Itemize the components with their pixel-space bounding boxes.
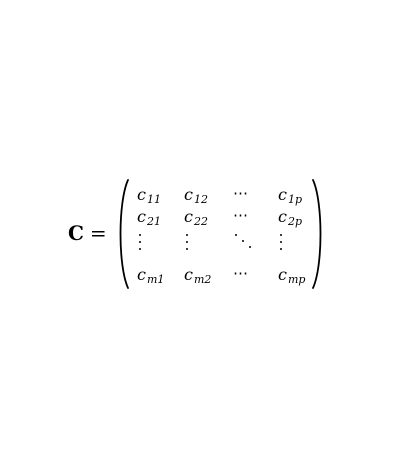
ellipsis-dot <box>186 241 189 244</box>
ellipsis-dot <box>139 241 142 244</box>
matrix-lhs: C= <box>68 219 107 247</box>
matrix-entry: cm1 <box>137 265 165 287</box>
entry-subscript: 11 <box>146 193 161 206</box>
ellipsis-dot <box>139 248 142 251</box>
entry-base: c <box>184 265 193 284</box>
ellipsis-dot <box>139 234 142 237</box>
entry-base: c <box>137 207 146 226</box>
horizontal-ellipsis: ⋯ <box>233 184 249 202</box>
matrix-symbol: C <box>68 221 84 245</box>
entry-base: c <box>137 265 146 284</box>
entry-subscript: 2p <box>287 215 303 228</box>
entry-base: c <box>278 265 287 284</box>
entry-base: c <box>278 207 287 226</box>
entry-subscript: 12 <box>193 193 208 206</box>
entry-subscript: 1p <box>287 193 303 206</box>
entry-base: c <box>184 185 193 204</box>
matrix-entry: c1p <box>278 185 303 207</box>
matrix-entry: c12 <box>184 185 208 207</box>
entry-base: c <box>184 207 193 226</box>
left-parenthesis <box>119 179 129 289</box>
right-parenthesis <box>312 179 322 289</box>
entry-subscript: m2 <box>193 273 212 286</box>
ellipsis-dot <box>186 248 189 251</box>
matrix-entry: c22 <box>184 207 208 229</box>
ellipsis-dot <box>280 234 283 237</box>
horizontal-ellipsis: ⋯ <box>233 264 249 282</box>
ellipsis-dot <box>280 241 283 244</box>
entry-base: c <box>137 185 146 204</box>
ellipsis-dot <box>242 240 245 243</box>
entry-base: c <box>278 185 287 204</box>
horizontal-ellipsis: ⋯ <box>233 206 249 224</box>
equals-sign: = <box>89 221 107 245</box>
matrix-entry: cmp <box>278 265 306 287</box>
matrix-entry: cm2 <box>184 265 212 287</box>
ellipsis-dot <box>280 248 283 251</box>
ellipsis-dot <box>186 234 189 237</box>
entry-subscript: 21 <box>146 215 161 228</box>
matrix-entry: c2p <box>278 207 303 229</box>
entry-subscript: mp <box>287 273 306 286</box>
entry-subscript: m1 <box>146 273 165 286</box>
ellipsis-dot <box>249 246 252 249</box>
ellipsis-dot <box>235 234 238 237</box>
entry-subscript: 22 <box>193 215 208 228</box>
matrix-entry: c11 <box>137 185 161 207</box>
matrix-entry: c21 <box>137 207 161 229</box>
